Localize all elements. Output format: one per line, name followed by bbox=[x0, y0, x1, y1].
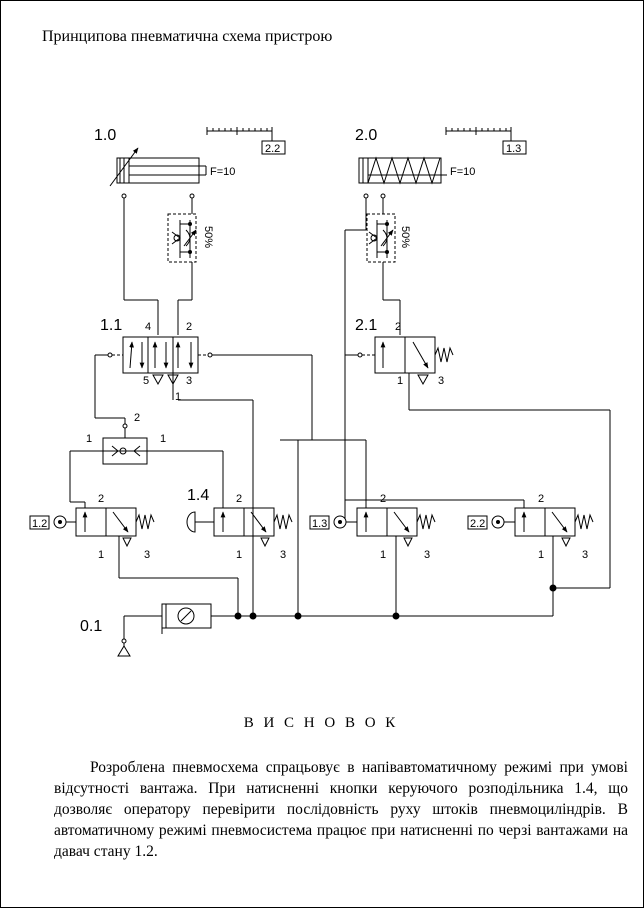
valve-1-4[interactable]: 1.4 2 1 3 bbox=[186, 487, 293, 561]
cylinder-1-0: 1.0 F=10 2.2 bbox=[94, 127, 286, 199]
throttle-2-setting: 50% bbox=[399, 226, 411, 248]
valve-2-1-label: 2.1 bbox=[355, 317, 377, 334]
valve-1-1: 1.1 4 2 5 3 1 bbox=[100, 317, 213, 403]
throttle-check-valve-1: 50% bbox=[167, 213, 214, 263]
valve-1-4-port-2: 2 bbox=[236, 493, 242, 505]
cylinder-2-0-force: F=10 bbox=[450, 166, 475, 178]
cylinder-2-0-label: 2.0 bbox=[355, 127, 377, 144]
valve-2-2-port-2: 2 bbox=[538, 493, 544, 505]
valve-1-1-port-2: 2 bbox=[186, 321, 192, 333]
valve-1-4-label: 1.4 bbox=[187, 487, 209, 504]
valve-1-1-port-1: 1 bbox=[175, 391, 181, 403]
page-heading: Принципова пневматична схема пристрою bbox=[42, 28, 333, 45]
valve-1-1-port-5: 5 bbox=[143, 375, 149, 387]
valve-1-3: 1.3 2 1 3 bbox=[309, 493, 436, 561]
conclusion-title: В И С Н О В О К bbox=[243, 715, 399, 731]
valve-2-1-port-3: 3 bbox=[438, 375, 444, 387]
or-valve-port-2: 2 bbox=[134, 412, 140, 424]
valve-2-1: 2.1 2 1 3 bbox=[355, 317, 454, 387]
valve-1-2-port-2: 2 bbox=[98, 493, 104, 505]
valve-1-2-port-3: 3 bbox=[144, 549, 150, 561]
valve-1-2: 1.2 2 1 3 bbox=[29, 493, 155, 561]
valve-1-4-port-3: 3 bbox=[280, 549, 286, 561]
throttle-1-setting: 50% bbox=[202, 226, 214, 248]
air-supply-unit: 0.1 bbox=[80, 603, 212, 657]
valve-2-1-port-1: 1 bbox=[397, 375, 403, 387]
conclusion-text: Розроблена пневмосхема спрацьовує в напі… bbox=[54, 759, 628, 860]
throttle-check-valve-2: 50% bbox=[366, 213, 411, 263]
push-button-icon[interactable] bbox=[186, 511, 196, 533]
valve-1-1-port-4: 4 bbox=[145, 321, 151, 333]
cylinder-1-0-force: F=10 bbox=[210, 166, 235, 178]
cylinder-2-0-scale-tag: 1.3 bbox=[506, 143, 521, 155]
valve-1-1-label: 1.1 bbox=[100, 317, 122, 334]
valve-1-3-port-3: 3 bbox=[424, 549, 430, 561]
valve-1-3-port-2: 2 bbox=[380, 493, 386, 505]
junction-dots bbox=[234, 584, 557, 620]
valve-2-1-port-2: 2 bbox=[395, 321, 401, 333]
valve-2-2-port-1: 1 bbox=[538, 549, 544, 561]
or-valve-port-1-left: 1 bbox=[86, 433, 92, 445]
supply-label: 0.1 bbox=[80, 618, 102, 635]
valve-1-3-tag: 1.3 bbox=[312, 518, 327, 530]
valve-2-2-tag: 2.2 bbox=[470, 518, 485, 530]
pneumatic-lines-bottom bbox=[69, 354, 611, 617]
cylinder-2-0: 2.0 F=10 1.3 bbox=[355, 127, 527, 199]
cylinder-1-0-label: 1.0 bbox=[94, 127, 116, 144]
valve-2-2-port-3: 3 bbox=[582, 549, 588, 561]
or-valve-port-1-right: 1 bbox=[160, 433, 166, 445]
valve-1-4-port-1: 1 bbox=[236, 549, 242, 561]
valve-1-2-port-1: 1 bbox=[98, 549, 104, 561]
valve-2-2: 2.2 2 1 3 bbox=[467, 493, 594, 561]
valve-1-2-tag: 1.2 bbox=[32, 518, 47, 530]
cylinder-1-0-scale-tag: 2.2 bbox=[265, 143, 280, 155]
valve-1-3-port-1: 1 bbox=[380, 549, 386, 561]
or-valve: 2 1 1 bbox=[86, 412, 166, 465]
valve-1-1-port-3: 3 bbox=[186, 375, 192, 387]
